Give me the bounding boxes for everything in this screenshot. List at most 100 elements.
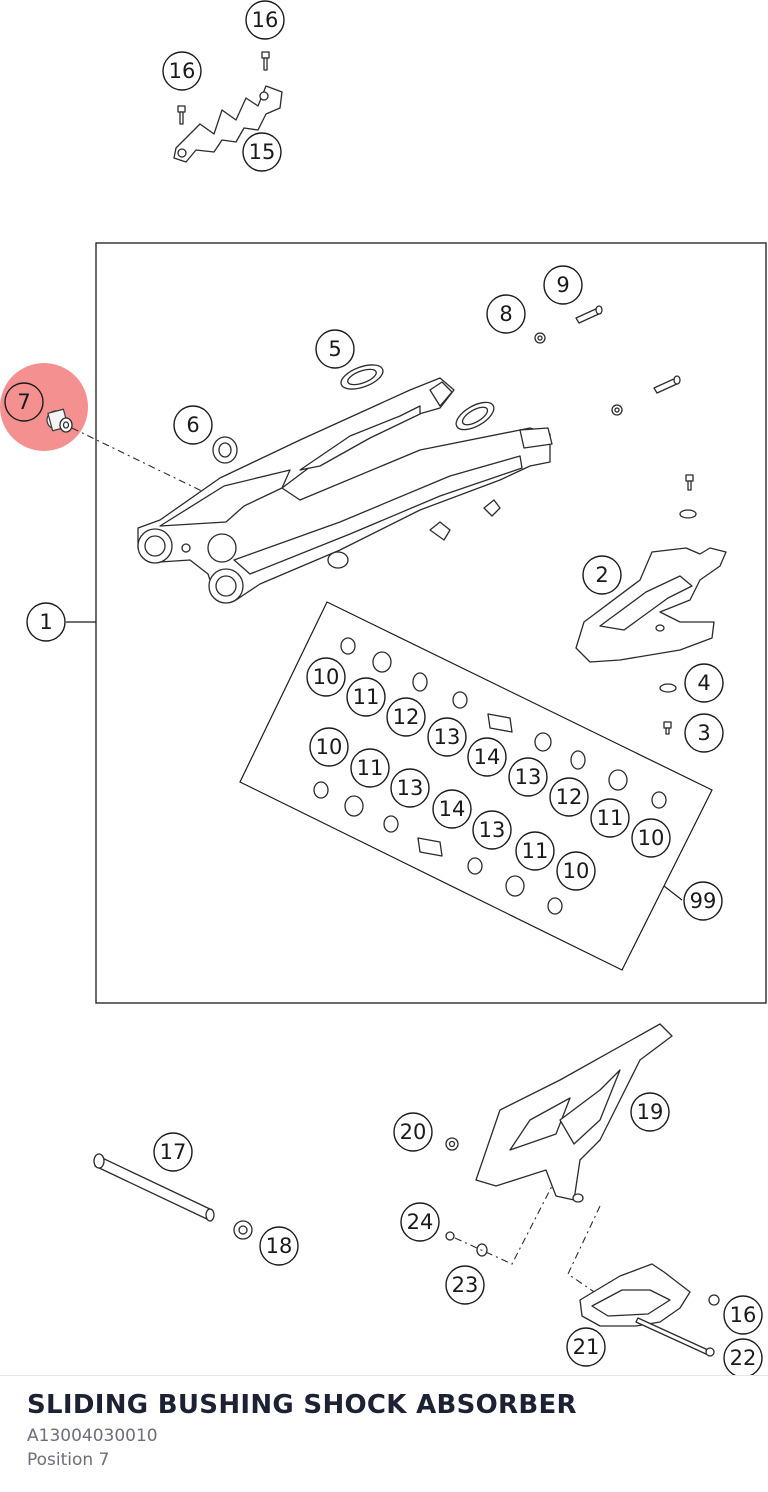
- callout-1[interactable]: 1: [26, 602, 66, 642]
- callout-13-d[interactable]: 13: [472, 810, 512, 850]
- callout-16-top[interactable]: 16: [245, 0, 285, 40]
- chain-guide-part-19: [475, 1023, 673, 1203]
- svg-text:15: 15: [249, 140, 276, 164]
- svg-text:11: 11: [357, 756, 384, 780]
- svg-text:7: 7: [17, 390, 30, 414]
- pin-right: [653, 375, 681, 394]
- callout-3[interactable]: 3: [684, 713, 724, 753]
- svg-text:10: 10: [638, 826, 665, 850]
- callout-22[interactable]: 22: [723, 1338, 763, 1375]
- nut-part-18: [233, 1220, 253, 1240]
- svg-text:21: 21: [573, 1335, 600, 1359]
- washer-upper-right: [679, 509, 697, 519]
- callout-7[interactable]: 7: [4, 382, 44, 422]
- svg-text:12: 12: [393, 705, 420, 729]
- part-number: A13004030010: [27, 1426, 158, 1446]
- callout-10-a[interactable]: 10: [306, 657, 346, 697]
- leader-99: [663, 885, 683, 901]
- seal-ring-right: [455, 401, 495, 431]
- screw-part-3: [663, 721, 672, 735]
- svg-text:5: 5: [328, 337, 341, 361]
- callout-11-d[interactable]: 11: [515, 831, 555, 871]
- callout-4[interactable]: 4: [684, 663, 724, 703]
- svg-text:11: 11: [597, 806, 624, 830]
- callout-12-a[interactable]: 12: [386, 697, 426, 737]
- callout-21[interactable]: 21: [566, 1327, 606, 1367]
- part-title: SLIDING BUSHING SHOCK ABSORBER: [27, 1390, 577, 1420]
- screw-part-20: [445, 1137, 459, 1151]
- svg-text:14: 14: [474, 745, 501, 769]
- callout-2[interactable]: 2: [582, 555, 622, 595]
- svg-text:16: 16: [169, 59, 196, 83]
- nut-part-24: [445, 1231, 455, 1241]
- svg-text:18: 18: [266, 1234, 293, 1258]
- callout-20[interactable]: 20: [393, 1112, 433, 1152]
- svg-text:23: 23: [452, 1273, 479, 1297]
- bearing-kit-frame: [239, 601, 713, 971]
- svg-text:13: 13: [515, 765, 542, 789]
- callout-11-b[interactable]: 11: [350, 748, 390, 788]
- svg-text:17: 17: [160, 1140, 187, 1164]
- callout-12-b[interactable]: 12: [549, 777, 589, 817]
- nut-right: [611, 404, 623, 416]
- callout-14-b[interactable]: 14: [432, 789, 472, 829]
- svg-text:4: 4: [697, 671, 710, 695]
- svg-text:10: 10: [313, 665, 340, 689]
- washer-part-4: [659, 683, 677, 693]
- nut-part-8: [534, 332, 546, 344]
- svg-text:1: 1: [39, 610, 52, 634]
- svg-text:12: 12: [556, 785, 583, 809]
- svg-text:19: 19: [637, 1100, 664, 1124]
- callout-10-c[interactable]: 10: [631, 818, 671, 858]
- part-position: Position 7: [27, 1450, 110, 1470]
- part-info-panel: SLIDING BUSHING SHOCK ABSORBER A13004030…: [0, 1375, 768, 1492]
- seal-part-6: [212, 436, 238, 464]
- svg-text:11: 11: [522, 839, 549, 863]
- callout-16-lower[interactable]: 16: [723, 1295, 763, 1335]
- bearing-kit-parts: [313, 637, 667, 915]
- callout-13-b[interactable]: 13: [508, 757, 548, 797]
- callout-8[interactable]: 8: [486, 294, 526, 334]
- callout-99[interactable]: 99: [683, 881, 723, 921]
- chain-slider-part-2: [575, 547, 727, 663]
- pin-part-9: [575, 305, 603, 324]
- callout-16-left[interactable]: 16: [162, 51, 202, 91]
- svg-text:22: 22: [730, 1346, 757, 1370]
- callout-6[interactable]: 6: [173, 405, 213, 445]
- callout-14-a[interactable]: 14: [467, 737, 507, 777]
- callout-10-b[interactable]: 10: [309, 727, 349, 767]
- callout-23[interactable]: 23: [445, 1265, 485, 1305]
- svg-text:10: 10: [563, 859, 590, 883]
- callout-17[interactable]: 17: [153, 1132, 193, 1172]
- svg-text:3: 3: [697, 721, 710, 745]
- callout-15[interactable]: 15: [242, 132, 282, 172]
- seal-part-5: [340, 364, 384, 390]
- svg-text:9: 9: [556, 273, 569, 297]
- svg-text:14: 14: [439, 797, 466, 821]
- dash-line-23: [454, 1185, 553, 1265]
- swingarm-part-1: [137, 377, 553, 604]
- screw-upper-right: [685, 474, 694, 491]
- dash-line-21: [567, 1205, 607, 1301]
- chain-guide-part-21: [579, 1263, 691, 1327]
- svg-text:13: 13: [397, 776, 424, 800]
- callout-13-c[interactable]: 13: [390, 768, 430, 808]
- svg-text:24: 24: [407, 1210, 434, 1234]
- svg-text:16: 16: [252, 8, 279, 32]
- callout-11-c[interactable]: 11: [590, 798, 630, 838]
- callout-18[interactable]: 18: [259, 1226, 299, 1266]
- callout-9[interactable]: 9: [543, 265, 583, 305]
- exploded-parts-diagram: 16 16 15 9 8 5 7 6 2 1 4 3 10 11 12 13 1…: [0, 0, 767, 1375]
- svg-text:13: 13: [479, 818, 506, 842]
- callout-11-a[interactable]: 11: [346, 677, 386, 717]
- axle-part-17: [93, 1153, 215, 1222]
- callout-24[interactable]: 24: [400, 1202, 440, 1242]
- screw-part-16-lower: [708, 1294, 720, 1306]
- callout-19[interactable]: 19: [630, 1092, 670, 1132]
- svg-text:16: 16: [730, 1303, 757, 1327]
- callout-13-a[interactable]: 13: [427, 717, 467, 757]
- callout-5[interactable]: 5: [315, 329, 355, 369]
- callout-10-d[interactable]: 10: [556, 851, 596, 891]
- svg-text:13: 13: [434, 725, 461, 749]
- svg-text:6: 6: [186, 413, 199, 437]
